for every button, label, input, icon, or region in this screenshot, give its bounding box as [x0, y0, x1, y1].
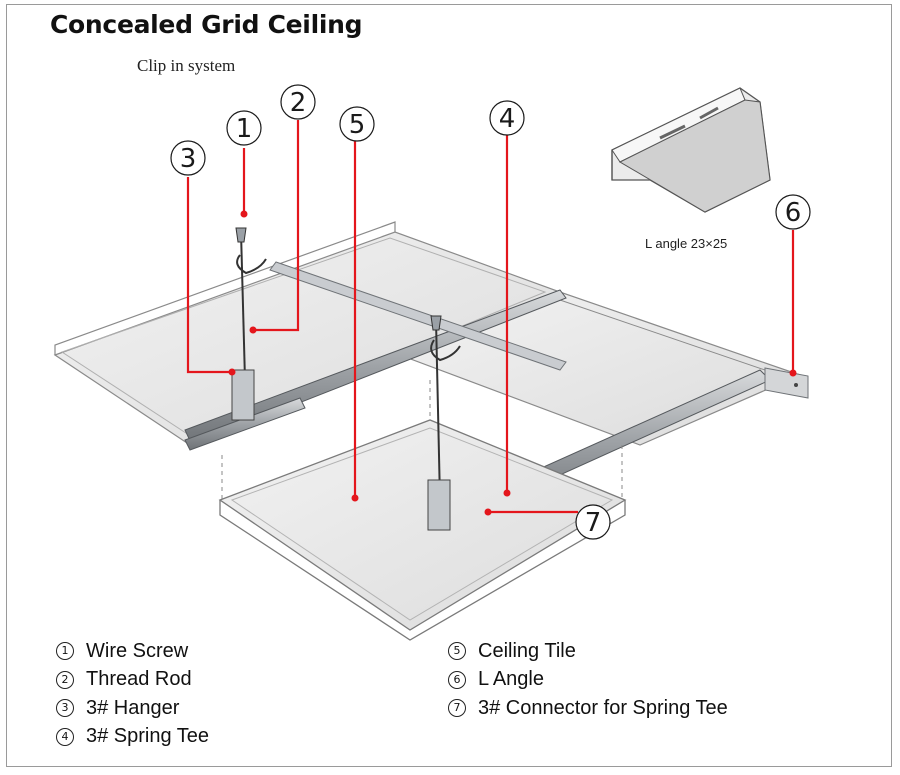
legend-item: 4 3# Spring Tee — [56, 723, 209, 752]
diagram-subtitle: Clip in system — [137, 56, 236, 75]
hanger-assembly-left — [231, 227, 267, 421]
legend-number: 2 — [56, 670, 74, 689]
legend-text: Ceiling Tile — [478, 639, 576, 662]
callout-3: 3 — [170, 140, 206, 176]
l-angle-bar — [764, 367, 809, 399]
callout-3-number: 3 — [180, 144, 197, 174]
legend-item: 2 Thread Rod — [56, 666, 209, 695]
callout-6-number: 6 — [785, 198, 802, 228]
legend-text: 3# Hanger — [86, 696, 180, 719]
legend-item: 6 L Angle — [448, 666, 728, 695]
legend-number: 4 — [56, 727, 74, 746]
ceiling-tile — [218, 419, 627, 641]
callout-1-number: 1 — [236, 114, 253, 144]
legend-number: 5 — [448, 642, 466, 661]
callout-7: 7 — [575, 504, 611, 540]
l-angle-detail: L angle 23×25 — [611, 87, 771, 251]
legend-number: 6 — [448, 670, 466, 689]
legend-right: 5 Ceiling Tile 6 L Angle 7 3# Connector for… — [448, 637, 728, 723]
callout-2: 2 — [280, 84, 316, 120]
legend-number: 7 — [448, 699, 466, 718]
legend-number: 1 — [56, 642, 74, 661]
callout-6: 6 — [775, 194, 811, 230]
legend-item: 3 3# Hanger — [56, 694, 209, 723]
callout-7-number: 7 — [585, 508, 602, 538]
callout-2-number: 2 — [290, 88, 307, 118]
legend-text: 3# Connector for Spring Tee — [478, 696, 728, 719]
diagram-title: Concealed Grid Ceiling — [50, 10, 363, 39]
legend-text: Wire Screw — [86, 639, 189, 662]
legend-text: 3# Spring Tee — [86, 725, 210, 748]
legend-left: 1 Wire Screw 2 Thread Rod 3 3# Hanger 4 3# S… — [56, 637, 209, 751]
callout-5-number: 5 — [349, 110, 366, 140]
callout-5: 5 — [339, 106, 375, 142]
drop-guides — [221, 380, 623, 500]
legend-item: 5 Ceiling Tile — [448, 637, 728, 666]
leader-lines — [186, 120, 797, 516]
legend-number: 3 — [56, 699, 74, 718]
callout-4: 4 — [489, 100, 525, 136]
callout-1: 1 — [226, 110, 262, 146]
legend-item: 7 3# Connector for Spring Tee — [448, 694, 728, 723]
legend-text: Thread Rod — [86, 668, 192, 691]
callout-4-number: 4 — [499, 104, 516, 134]
legend-item: 1 Wire Screw — [56, 637, 209, 666]
l-angle-label: L angle 23×25 — [645, 236, 727, 251]
hanger-assembly-right — [427, 315, 461, 531]
legend-text: L Angle — [478, 668, 544, 691]
